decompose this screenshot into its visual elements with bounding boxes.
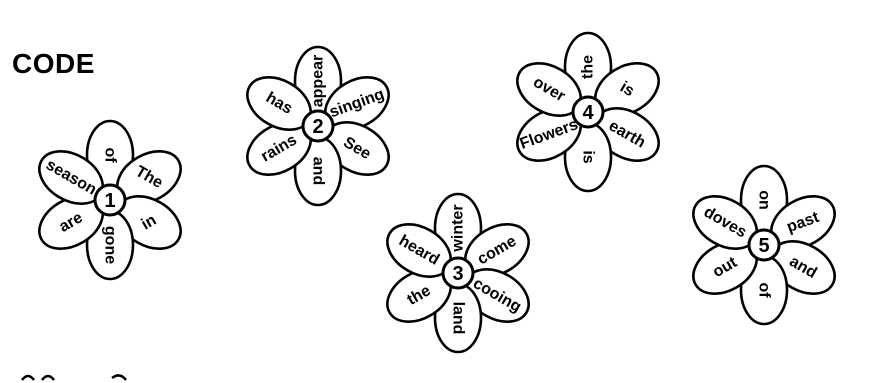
flower-5-number: 5 — [758, 235, 769, 257]
flower-2-word: and — [310, 157, 327, 185]
flower-3-word: land — [450, 302, 467, 335]
flower-5-word: of — [756, 282, 773, 298]
flower-4-word: the — [580, 55, 597, 79]
flower-1-word: gone — [102, 226, 119, 264]
flower-3-number: 3 — [452, 263, 463, 285]
flower-1-word: of — [102, 147, 119, 163]
flower-4-word: is — [580, 150, 597, 163]
flower-1-number: 1 — [104, 190, 115, 212]
flower-2-word: appear — [310, 55, 327, 107]
flower-3-word: winter — [450, 204, 467, 252]
flower-2-number: 2 — [312, 116, 323, 138]
flower-4-number: 4 — [582, 102, 594, 124]
cropped-handwriting — [22, 375, 126, 380]
flower-5-word: on — [756, 190, 773, 210]
